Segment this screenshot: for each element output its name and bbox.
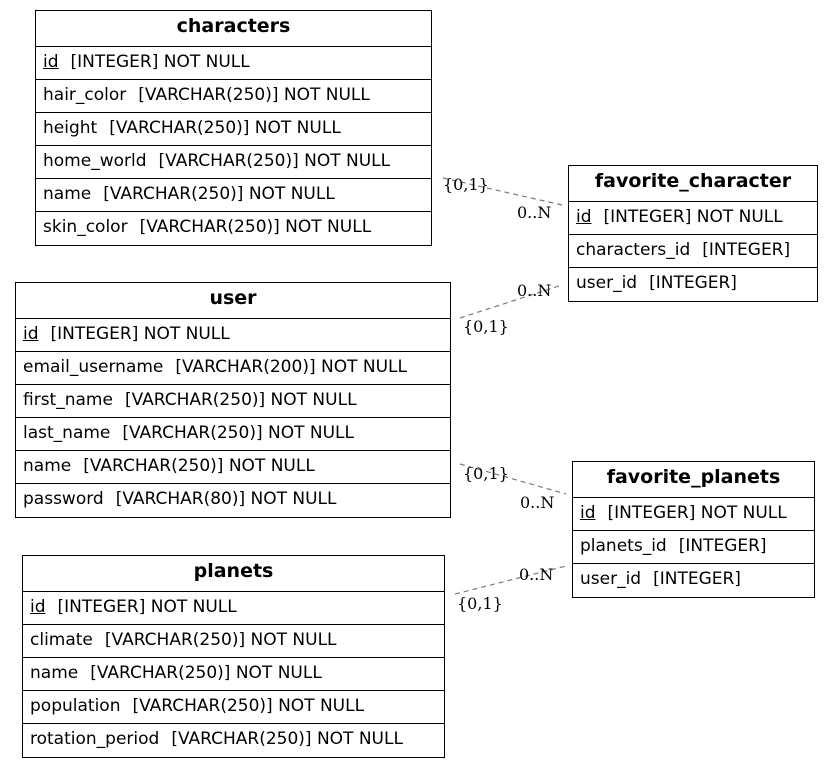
field-name: user_id [576,273,638,293]
field-name: first_name [23,390,113,410]
card-characters-to: 0..N [517,203,551,222]
entity-user: user id [INTEGER] NOT NULL email_username… [15,282,451,518]
field-name: characters_id [576,240,691,260]
entity-title: favorite_planets [573,462,814,498]
card-planets-from: {0,1} [457,594,503,613]
entity-title: planets [23,556,444,592]
field-type: [VARCHAR(250)] NOT NULL [104,630,337,650]
field-type: [INTEGER] NOT NULL [50,324,230,344]
field-type: [INTEGER] NOT NULL [603,207,783,227]
field-name: rotation_period [30,729,160,749]
rel-planets-favorite-planets [454,565,567,595]
field-type: [VARCHAR(250)] NOT NULL [158,151,391,171]
field-row: climate [VARCHAR(250)] NOT NULL [23,625,444,658]
field-name: name [43,184,92,204]
field-row: name [VARCHAR(250)] NOT NULL [36,179,431,212]
field-type: [INTEGER] [653,569,741,589]
card-user-fp-from: {0,1} [463,464,509,483]
field-row: hair_color [VARCHAR(250)] NOT NULL [36,80,431,113]
field-type: [VARCHAR(250)] NOT NULL [83,456,315,476]
field-row: home_world [VARCHAR(250)] NOT NULL [36,146,431,179]
entity-title: favorite_character [569,166,817,202]
field-type: [VARCHAR(250)] NOT NULL [122,423,354,443]
field-type: [INTEGER] NOT NULL [607,503,787,523]
field-row: email_username [VARCHAR(200)] NOT NULL [16,352,450,385]
field-row: id [INTEGER] NOT NULL [36,47,431,80]
card-characters-from: {0,1} [443,175,489,194]
field-row: characters_id [INTEGER] [569,235,817,268]
field-type: [VARCHAR(250)] NOT NULL [132,696,365,716]
field-name: population [30,696,121,716]
field-row: rotation_period [VARCHAR(250)] NOT NULL [23,724,444,757]
field-name: hair_color [43,85,127,105]
field-type: [VARCHAR(200)] NOT NULL [175,357,407,377]
field-type: [INTEGER] [702,240,791,260]
field-row: id [INTEGER] NOT NULL [16,319,450,352]
field-row: last_name [VARCHAR(250)] NOT NULL [16,418,450,451]
field-row: skin_color [VARCHAR(250)] NOT NULL [36,212,431,245]
field-type: [INTEGER] NOT NULL [70,52,250,72]
entity-characters: characters id [INTEGER] NOT NULL hair_col… [35,10,432,246]
field-type: [VARCHAR(250)] NOT NULL [90,663,322,683]
field-name: planets_id [580,536,667,556]
entity-favorite-character: favorite_character id[INTEGER] NOT NULL … [568,165,818,302]
field-row: id [INTEGER] NOT NULL [23,592,444,625]
field-name: last_name [23,423,111,443]
field-row: name [VARCHAR(250)] NOT NULL [23,658,444,691]
field-row: first_name [VARCHAR(250)] NOT NULL [16,385,450,418]
field-name: name [23,456,72,476]
entity-title: user [16,283,450,319]
field-row: id [INTEGER] NOT NULL [569,202,817,235]
field-name: id [30,597,46,617]
field-name: height [43,118,98,138]
field-name: id [43,52,59,72]
field-name: skin_color [43,217,128,237]
field-name: email_username [23,357,164,377]
card-user-fp-to: 0..N [520,493,554,512]
entity-favorite-planets: favorite_planets id [INTEGER] NOT NULL pl… [572,461,815,598]
card-user-fc-to: 0..N [517,281,551,300]
field-type: [VARCHAR(250)] NOT NULL [171,729,403,749]
field-type: [VARCHAR(250)] NOT NULL [124,390,357,410]
field-name: user_id [580,569,642,589]
entity-planets: planets id [INTEGER] NOT NULL climate [VAR… [22,555,445,758]
field-name: name [30,663,79,683]
field-name: climate [30,630,93,650]
field-row: id [INTEGER] NOT NULL [573,498,814,531]
field-type: [VARCHAR(80)] NOT NULL [115,489,337,509]
field-name: id [576,207,592,227]
field-name: id [580,503,596,523]
field-name: home_world [43,151,147,171]
rel-user-favorite-planets [459,463,567,495]
entity-title: characters [36,11,431,47]
field-row: user_id [INTEGER] [573,564,814,597]
card-user-fc-from: {0,1} [463,317,509,336]
card-planets-to: 0..N [519,565,553,584]
field-type: [INTEGER] NOT NULL [57,597,237,617]
field-row: planets_id [INTEGER] [573,531,814,564]
field-row: password [VARCHAR(80)] NOT NULL [16,484,450,517]
field-name: password [23,489,104,509]
field-row: height [VARCHAR(250)] NOT NULL [36,113,431,146]
field-type: [VARCHAR(250)] NOT NULL [103,184,335,204]
field-type: [VARCHAR(250)] NOT NULL [139,217,372,237]
field-type: [VARCHAR(250)] NOT NULL [109,118,341,138]
field-type: [INTEGER] [678,536,767,556]
field-name: id [23,324,39,344]
field-row: name [VARCHAR(250)] NOT NULL [16,451,450,484]
field-row: population [VARCHAR(250)] NOT NULL [23,691,444,724]
field-type: [VARCHAR(250)] NOT NULL [138,85,370,105]
field-row: user_id [INTEGER] [569,268,817,301]
field-type: [INTEGER] [649,273,737,293]
rel-characters-favorite-character [442,177,563,206]
